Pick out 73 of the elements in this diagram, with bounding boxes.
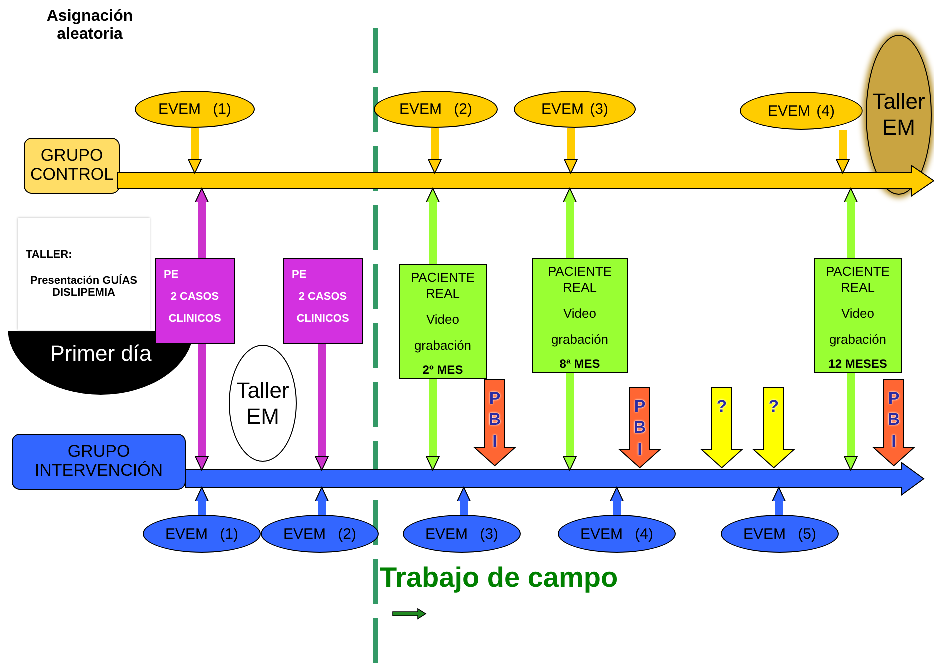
node-text: GRUPO CONTROL [29,147,115,185]
node-text: 2 CASOS CLINICOS [168,290,222,327]
node-text: Video grabación [413,310,473,355]
node-text: PACIENTE REAL [824,264,892,296]
node-text: Primer día [50,341,152,367]
arrow [563,373,577,471]
arrow [563,188,577,258]
node-text: EVEM (1) [158,101,232,118]
node-text: EVEM (4) [580,526,654,542]
arrow [772,487,786,515]
node-text: Presentación GUÍAS DISLIPEMIA [30,275,138,299]
node-text: EVEM (5) [743,526,816,542]
node-text: PACIENTE REAL [410,270,476,302]
heading-label: Asignación aleatoria [46,8,134,44]
node-text: TALLER: [26,249,72,261]
group-box [24,138,120,194]
node-text: ? [768,396,780,418]
timeline-bar [186,463,924,495]
node-text: 2 CASOS CLINICOS [296,290,350,327]
patient-box [814,258,902,373]
down-arrow-node [874,380,914,466]
case-box [155,258,235,344]
down-arrow-node [620,388,660,468]
arrow [426,379,440,471]
ellipse-node [740,92,863,130]
node-text: EVEM (3) [425,526,498,542]
workshop-card [18,218,150,330]
node-text: EVEM (2) [399,101,472,118]
case-box [283,258,363,344]
node-text: Taller EM [236,378,290,430]
down-arrow-node [754,388,794,468]
arrow [844,188,858,258]
arrow [844,373,858,471]
arrow [195,344,209,471]
node-text: Video grabación [828,304,888,349]
node-text: P B I [488,388,502,452]
ellipse-node [374,91,498,128]
node-text: GRUPO INTERVENCIÓN [34,443,164,481]
node-text: P B I [886,388,902,452]
patient-box [399,264,487,379]
node-text: Video grabación [550,304,610,349]
node-text: PACIENTE REAL [546,264,614,296]
arrow [426,188,440,264]
node-text: 8ª MES [560,356,600,372]
group-box [12,434,186,490]
node-text: EVEM (2) [283,526,356,542]
node-text: PE [164,268,179,283]
ellipse-node [229,345,297,462]
arrow [195,487,209,515]
down-arrow-node [475,380,515,466]
arrow [564,128,578,174]
node-text: 2º MES [422,362,464,378]
node-text: EVEM (1) [165,526,238,542]
node-text: Taller EM [872,89,926,141]
arrow [428,128,442,174]
timeline-bar [118,166,934,196]
arrow [457,487,471,515]
arrow [195,188,209,258]
node-text: 12 MESES [828,356,888,372]
patient-box [532,258,628,373]
node-text: ? [716,396,728,418]
node-text: EVEM (4) [768,102,835,120]
arrow [188,128,202,174]
arrow [836,130,850,174]
down-arrow-node [702,388,742,468]
node-text: EVEM (3) [541,101,608,118]
arrow [315,344,329,471]
arrow [315,487,329,515]
node-text: P B I [632,396,648,460]
section-label: Trabajo de campo [380,562,620,594]
arrow [610,487,624,515]
ellipse-node [261,515,379,553]
node-text: PE [292,268,307,283]
